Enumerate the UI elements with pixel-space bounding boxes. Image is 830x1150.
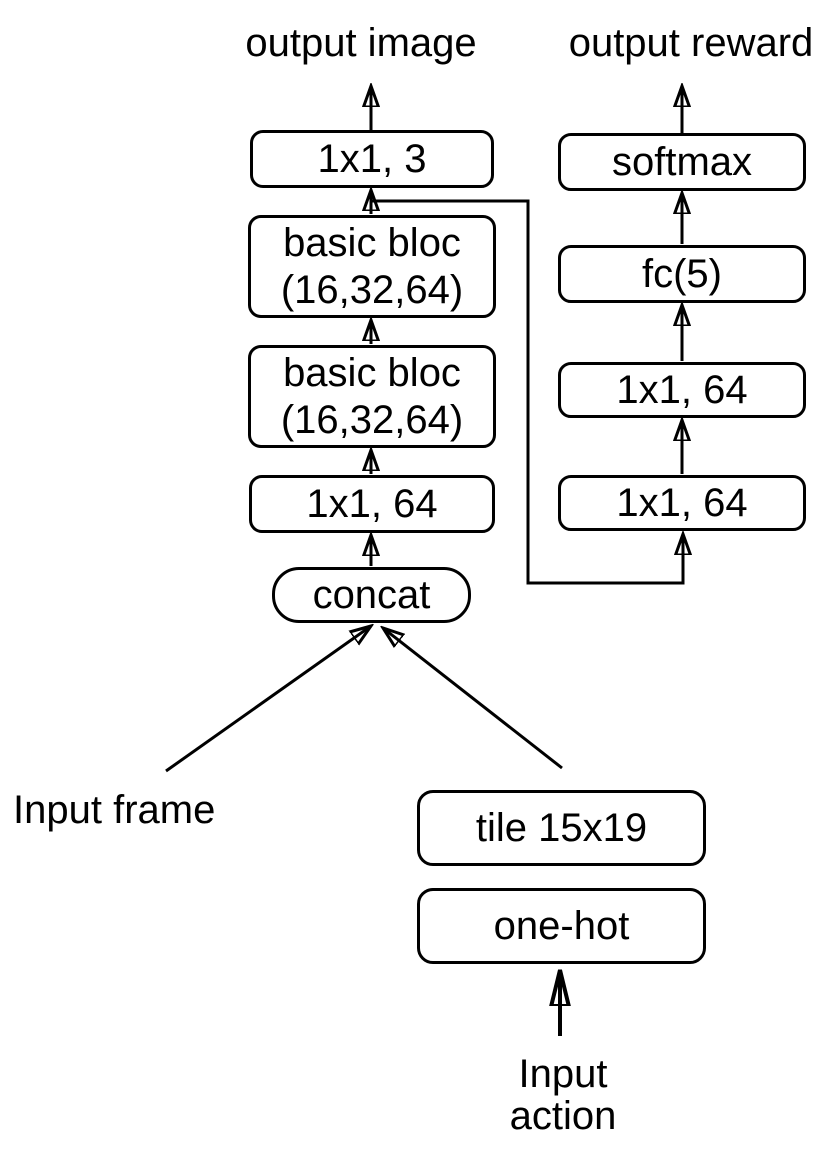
box-fc5-label: fc(5) (642, 251, 722, 296)
arrow-input-frame-to-concat-icon (165, 626, 371, 773)
basic-block-1-line1: basic bloc (283, 220, 461, 265)
box-conv-1x1-64-image-label: 1x1, 64 (306, 481, 438, 526)
box-concat-label: concat (312, 572, 431, 617)
box-one-hot: one-hot (417, 888, 706, 964)
box-fc5: fc(5) (558, 245, 806, 303)
box-conv-1x1-64-reward-lower-label: 1x1, 64 (616, 480, 748, 525)
box-conv-1x1-64-reward-upper: 1x1, 64 (558, 362, 806, 418)
box-basic-block-1: basic bloc (16,32,64) (248, 215, 496, 318)
box-softmax: softmax (558, 133, 806, 191)
output-image-label: output image (245, 21, 477, 65)
input-action-label-line2: action (509, 1094, 617, 1138)
input-frame-label: Input frame (13, 788, 216, 832)
box-conv-1x1-64-reward-upper-label: 1x1, 64 (616, 367, 748, 412)
box-tile-15x19: tile 15x19 (417, 790, 706, 866)
box-tile-15x19-label: tile 15x19 (475, 805, 648, 850)
basic-block-2-line2: (16,32,64) (280, 397, 464, 442)
output-reward-label: output reward (568, 21, 814, 65)
arrow-tile-to-concat-icon (383, 628, 563, 770)
box-conv-1x1-3-label: 1x1, 3 (317, 136, 427, 181)
basic-block-1-line2: (16,32,64) (280, 267, 464, 312)
box-concat: concat (272, 567, 471, 623)
input-action-label-line1: Input (518, 1052, 608, 1096)
basic-block-2-line1: basic bloc (283, 350, 461, 395)
box-conv-1x1-64-image: 1x1, 64 (249, 475, 495, 533)
box-basic-block-2: basic bloc (16,32,64) (248, 345, 496, 448)
input-action-label: Input action (463, 1053, 663, 1137)
box-conv-1x1-3: 1x1, 3 (250, 130, 494, 188)
box-one-hot-label: one-hot (493, 903, 630, 948)
box-softmax-label: softmax (611, 139, 753, 184)
box-conv-1x1-64-reward-lower: 1x1, 64 (558, 475, 806, 531)
